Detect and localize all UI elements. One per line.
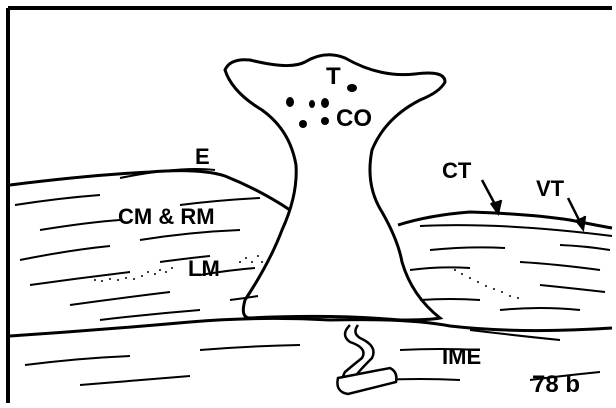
label-ct: CT: [442, 158, 472, 183]
label-ime: IME: [442, 344, 481, 369]
label-lm: LM: [188, 256, 220, 281]
ct-arrow: [482, 180, 501, 213]
figure-number: 78 b: [532, 371, 580, 398]
label-cm-rm: CM & RM: [118, 204, 215, 229]
label-t: T: [326, 63, 341, 90]
lower-tissue-boundary: [10, 318, 612, 336]
label-vt: VT: [536, 176, 565, 201]
label-co: CO: [336, 105, 372, 132]
central-structure-outline: [225, 55, 445, 320]
label-e: E: [195, 144, 210, 169]
right-stipple: [454, 269, 519, 299]
ime-hatching: [25, 345, 600, 385]
vt-arrow: [568, 198, 585, 229]
